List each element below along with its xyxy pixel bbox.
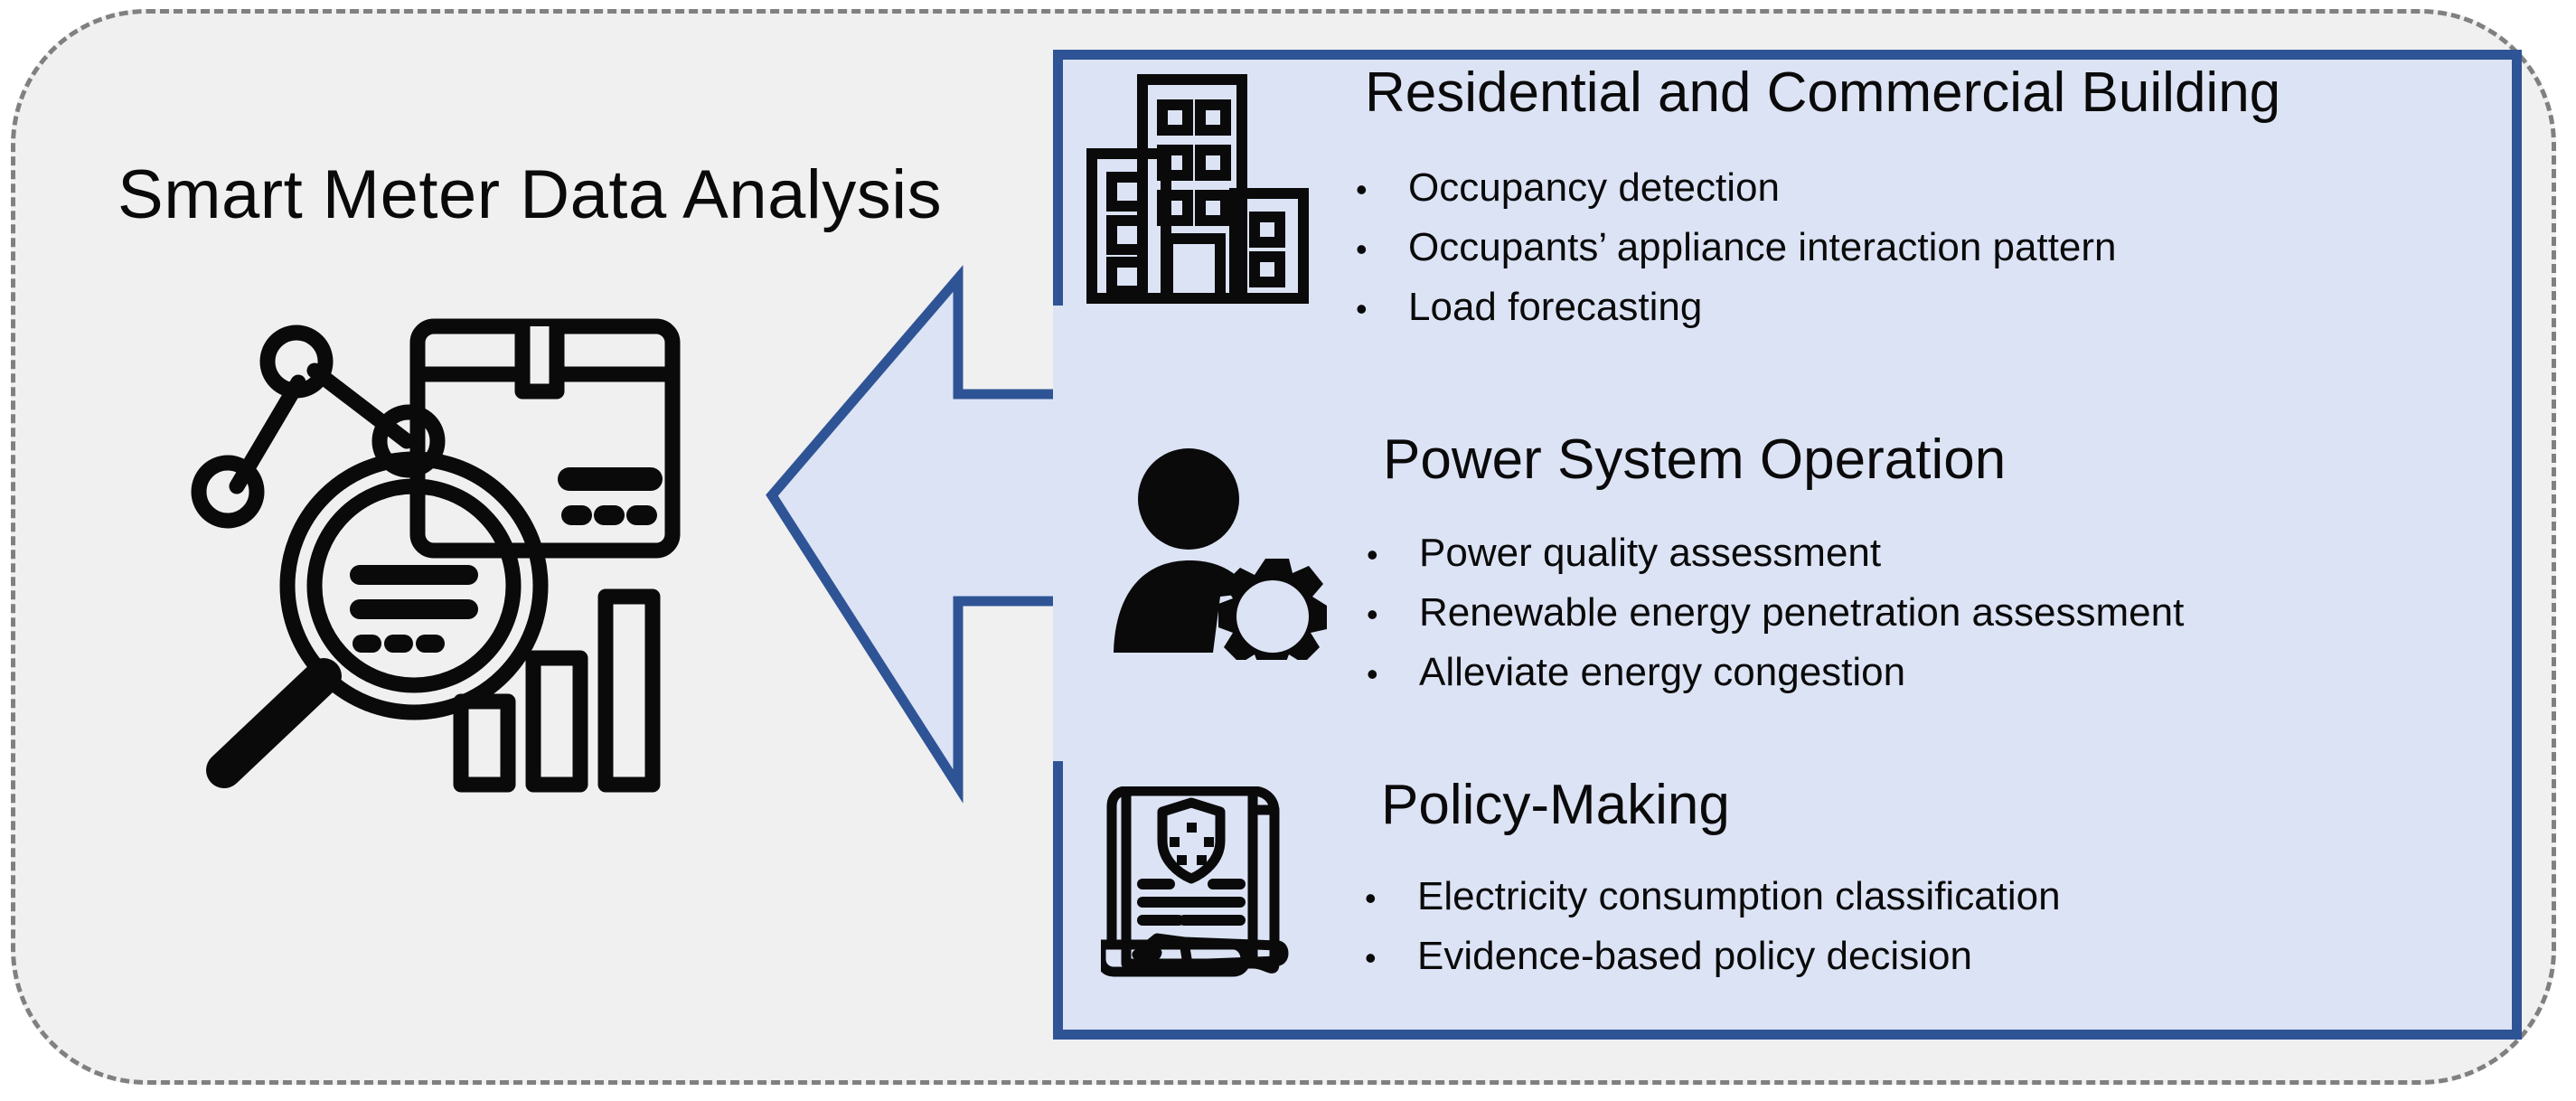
panel-left-edge-bottom (1053, 761, 1063, 1040)
list-item-label: Occupancy detection (1408, 165, 1780, 210)
bullet-list: • Occupancy detection • Occupants’ appli… (1356, 168, 2117, 347)
list-item: • Occupancy detection (1356, 168, 2117, 208)
list-item-label: Renewable energy penetration assessment (1419, 590, 2185, 635)
bullet-icon: • (1367, 596, 1378, 633)
list-item-label: Evidence-based policy decision (1417, 934, 1972, 978)
section-power-system-operation: Power System Operation • Power quality a… (1112, 432, 2495, 714)
list-item-label: Load forecasting (1408, 285, 1703, 329)
bullet-icon: • (1356, 171, 1368, 208)
section-heading: Power System Operation (1383, 428, 2007, 491)
bullet-icon: • (1365, 939, 1377, 976)
list-item-label: Alleviate energy congestion (1419, 650, 1906, 694)
bullet-icon: • (1356, 231, 1368, 268)
list-item: • Evidence-based policy decision (1365, 936, 2061, 976)
data-analysis-icon (181, 315, 705, 803)
list-item: • Occupants’ appliance interaction patte… (1356, 228, 2117, 268)
left-pointing-arrow (741, 253, 1126, 814)
bullet-list: • Power quality assessment • Renewable e… (1367, 533, 2184, 712)
list-item: • Renewable energy penetration assessmen… (1367, 593, 2184, 633)
section-heading: Residential and Commercial Building (1365, 61, 2281, 124)
list-item-label: Occupants’ appliance interaction pattern (1408, 225, 2117, 269)
bullet-icon: • (1356, 290, 1368, 327)
applications-panel (1053, 50, 2522, 1040)
list-item: • Load forecasting (1356, 287, 2117, 327)
user-gear-icon (1112, 443, 1338, 669)
bullet-icon: • (1365, 880, 1377, 917)
policy-scroll-pen-icon (1095, 786, 1327, 1017)
panel-left-edge-top (1053, 50, 1063, 306)
bullet-icon: • (1367, 655, 1378, 692)
section-residential-commercial-building: Residential and Commercial Building • Oc… (1085, 65, 2495, 333)
arrow-shape (766, 265, 1126, 804)
list-item: • Electricity consumption classification (1365, 877, 2061, 917)
list-item-label: Electricity consumption classification (1417, 874, 2061, 918)
list-item: • Power quality assessment (1367, 533, 2184, 573)
bullet-list: • Electricity consumption classification… (1365, 877, 2061, 996)
list-item-label: Power quality assessment (1419, 531, 1882, 575)
bullet-icon: • (1367, 536, 1378, 573)
section-policy-making: Policy-Making • Electricity consumption … (1095, 777, 2493, 1021)
list-item: • Alleviate energy congestion (1367, 653, 2184, 692)
page-title: Smart Meter Data Analysis (118, 156, 943, 233)
section-heading: Policy-Making (1381, 774, 1730, 836)
office-buildings-icon (1085, 71, 1311, 310)
